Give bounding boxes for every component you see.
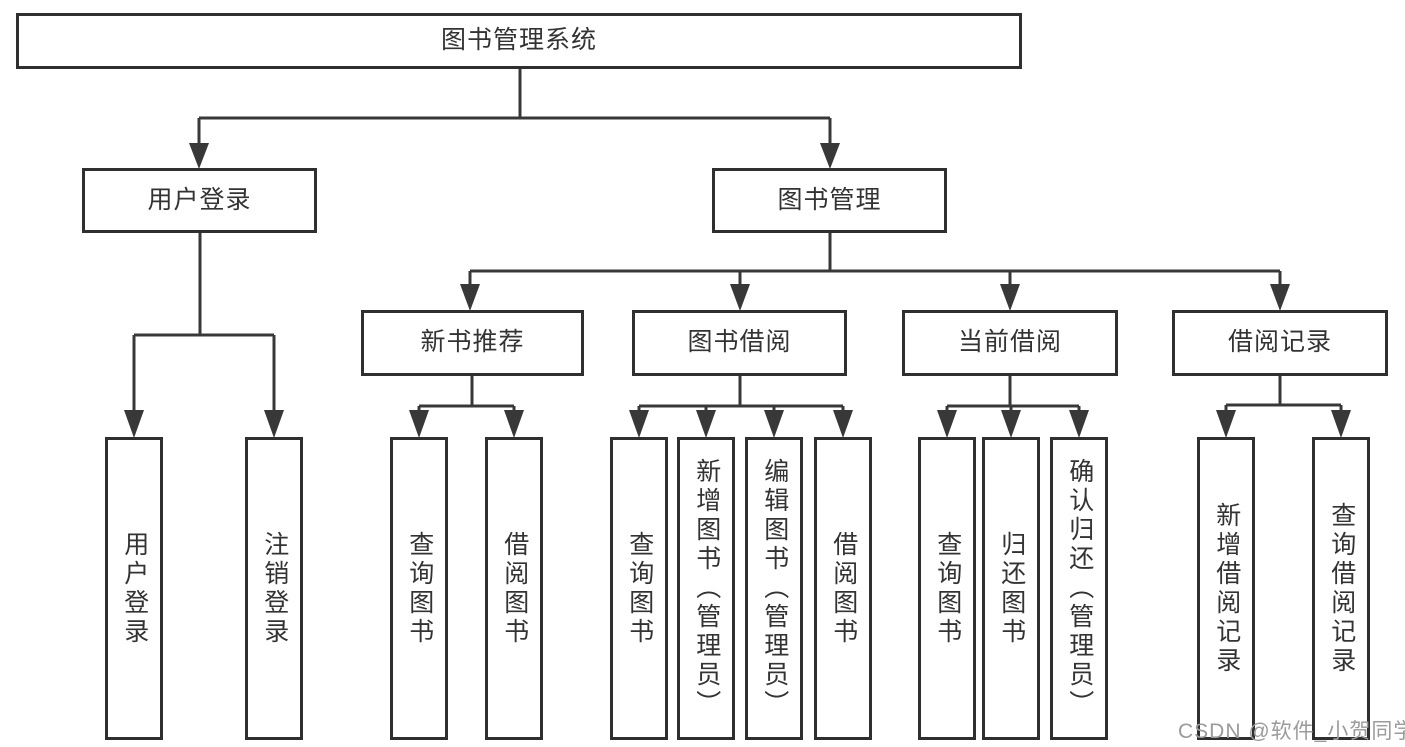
arrowhead	[696, 410, 716, 438]
leaf-logout: 注销登录	[245, 437, 303, 740]
node-book-management: 图书管理	[712, 168, 947, 233]
connector-user-login-children	[124, 233, 284, 438]
arrowhead	[820, 143, 840, 169]
node-book-borrow: 图书借阅	[632, 310, 847, 376]
leaf-user-login: 用户登录	[105, 437, 163, 740]
arrowhead	[629, 410, 649, 438]
node-current-borrow: 当前借阅	[902, 310, 1118, 376]
connector-new-book-children	[409, 376, 524, 438]
leaf-add-book-admin: 新增图书（管理员）	[677, 437, 735, 740]
arrowhead	[124, 410, 144, 438]
arrowhead	[1069, 410, 1089, 438]
connector-current-borrow-children	[937, 376, 1089, 438]
leaf-add-borrow-record: 新增借阅记录	[1197, 437, 1255, 740]
arrowhead	[833, 410, 853, 438]
arrowhead	[264, 410, 284, 438]
node-user-login: 用户登录	[82, 168, 317, 233]
arrowhead	[1216, 410, 1236, 438]
leaf-borrow-books-recommend: 借阅图书	[485, 437, 543, 740]
leaf-edit-book-admin: 编辑图书（管理员）	[745, 437, 803, 740]
leaf-query-books-current: 查询图书	[918, 437, 976, 740]
leaf-borrow-books: 借阅图书	[814, 437, 872, 740]
leaf-confirm-return-admin: 确认归还（管理员）	[1050, 437, 1108, 740]
arrowhead	[1000, 284, 1020, 311]
leaf-query-borrow-record: 查询借阅记录	[1312, 437, 1370, 740]
connector-borrow-records-children	[1216, 376, 1351, 438]
arrowhead	[1270, 284, 1290, 311]
leaf-query-books-recommend: 查询图书	[390, 437, 448, 740]
arrowhead	[730, 284, 750, 311]
csdn-watermark: CSDN @软件_小贺同学	[1178, 720, 1405, 743]
arrowhead	[460, 284, 480, 311]
arrowhead	[764, 410, 784, 438]
leaf-query-books-borrow: 查询图书	[610, 437, 668, 740]
connector-root-to-level2	[189, 69, 840, 169]
node-new-book-recommend: 新书推荐	[361, 310, 584, 376]
arrowhead	[504, 410, 524, 438]
arrowhead	[1331, 410, 1351, 438]
arrowhead	[409, 410, 429, 438]
arrowhead	[1001, 410, 1021, 438]
leaf-return-book: 归还图书	[982, 437, 1040, 740]
node-root-system: 图书管理系统	[16, 13, 1022, 69]
connector-book-management-children	[460, 233, 1290, 311]
arrowhead	[937, 410, 957, 438]
node-borrow-records: 借阅记录	[1172, 310, 1388, 376]
arrowhead	[189, 143, 209, 169]
connector-book-borrow-children	[629, 376, 853, 438]
